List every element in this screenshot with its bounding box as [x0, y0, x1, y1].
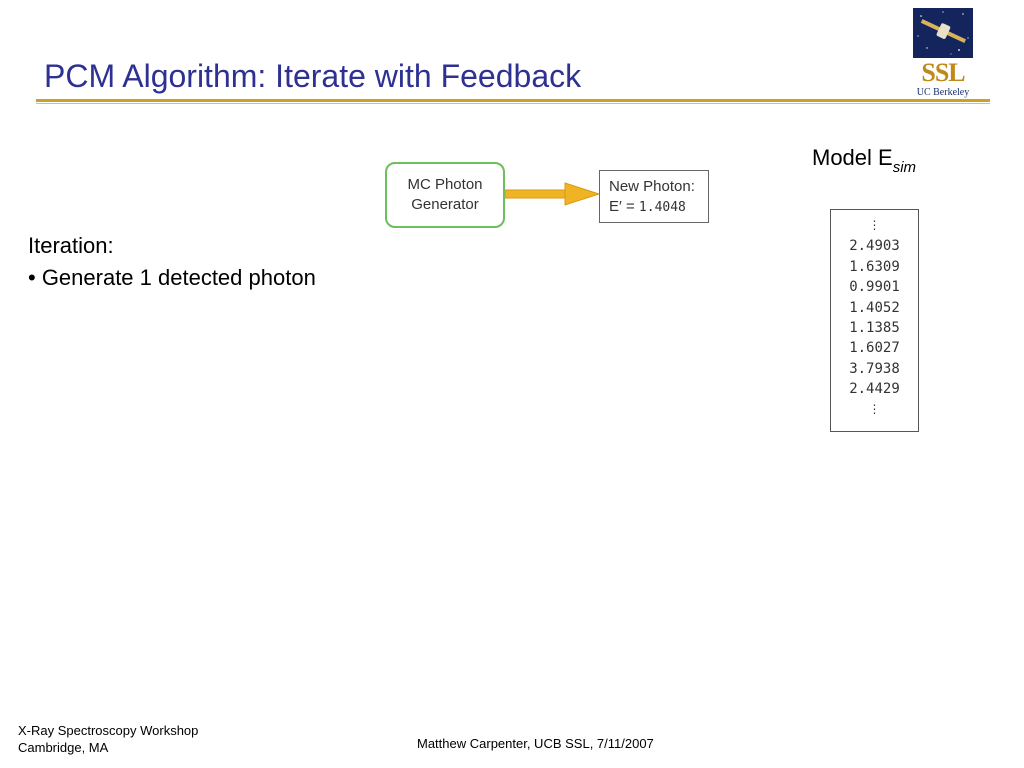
new-photon-title: New Photon: — [609, 178, 695, 195]
iteration-heading: Iteration: — [28, 233, 114, 258]
ssl-logo: SSL UC Berkeley — [913, 8, 973, 98]
title-divider-thin — [36, 103, 990, 104]
footer-left-line-1: X-Ray Spectroscopy Workshop — [18, 723, 199, 738]
list-item: 1.1385 — [849, 319, 900, 336]
model-label-subscript: sim — [892, 159, 917, 176]
logo-ssl-text: SSL — [921, 58, 965, 87]
list-item: 2.4429 — [849, 381, 900, 398]
model-energy-list: ⋮ 2.4903 1.6309 0.9901 1.4052 1.1385 1.6… — [830, 209, 919, 432]
logo-ucb-text: UC Berkeley — [916, 87, 970, 98]
new-photon-energy: E′ = 1.4048 — [609, 197, 708, 218]
satellite-icon — [913, 8, 973, 58]
new-photon-box: New Photon: E′ = 1.4048 — [599, 170, 709, 223]
footer-author: Matthew Carpenter, UCB SSL, 7/11/2007 — [417, 736, 654, 751]
footer-workshop: X-Ray Spectroscopy Workshop Cambridge, M… — [18, 722, 198, 756]
generator-line-1: MC Photon — [407, 176, 483, 193]
list-item: 1.4052 — [849, 299, 900, 316]
iteration-text: Iteration: • Generate 1 detected photon — [28, 230, 316, 294]
generator-line-2: Generator — [411, 196, 479, 213]
list-item: 0.9901 — [849, 279, 900, 296]
title-divider — [36, 99, 990, 102]
list-item: 2.4903 — [849, 238, 900, 255]
list-item: 1.6027 — [849, 340, 900, 357]
list-item: 1.6309 — [849, 258, 900, 275]
footer-left-line-2: Cambridge, MA — [18, 740, 109, 755]
new-photon-value: 1.4048 — [638, 200, 686, 215]
model-label: Model Esim — [812, 145, 916, 176]
list-ellipsis-top: ⋮ — [868, 218, 881, 232]
arrow-right-icon — [505, 182, 601, 206]
model-label-main: Model E — [812, 145, 893, 170]
list-ellipsis-bottom: ⋮ — [868, 401, 881, 416]
bullet-item: • Generate 1 detected photon — [28, 265, 316, 290]
new-photon-prefix: E′ = — [609, 198, 635, 215]
mc-photon-generator-box: MC Photon Generator — [385, 162, 505, 228]
slide-title: PCM Algorithm: Iterate with Feedback — [44, 58, 582, 94]
list-item: 3.7938 — [849, 360, 900, 377]
